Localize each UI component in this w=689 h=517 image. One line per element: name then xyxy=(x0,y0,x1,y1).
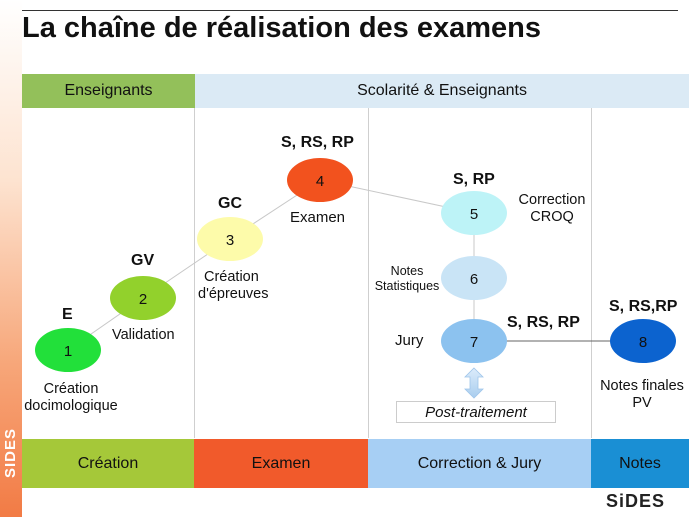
page-title: La chaîne de réalisation des examens xyxy=(22,12,542,44)
node-4-number: 4 xyxy=(316,173,324,190)
band-examen: Examen xyxy=(194,439,368,488)
node-3: 3 xyxy=(197,217,263,261)
node-1: 1 xyxy=(35,328,101,372)
caption-node-1-line-2: docimologique xyxy=(24,398,118,414)
column-divider xyxy=(368,108,369,438)
band-correction-jury: Correction & Jury xyxy=(368,439,591,488)
caption-node-7: Jury xyxy=(395,332,424,349)
node-4: 4 xyxy=(287,158,353,202)
role-label-node-8: S, RS,RP xyxy=(609,298,678,315)
column-divider xyxy=(591,108,592,438)
caption-node-4: Examen xyxy=(290,209,346,226)
post-traitement-label: Post-traitement xyxy=(396,401,556,423)
role-label-node-1: E xyxy=(62,306,73,323)
band-creation: Création xyxy=(22,439,194,488)
caption-node-6: Notes Statistiques xyxy=(358,264,456,294)
node-5-number: 5 xyxy=(470,206,478,223)
node-5: 5 xyxy=(441,191,507,235)
side-brand-strip: SIDES xyxy=(0,0,22,517)
caption-node-5: Correction CROQ xyxy=(514,192,590,226)
caption-node-8-line-2: PV xyxy=(632,395,652,411)
caption-node-5-line-2: CROQ xyxy=(530,209,574,225)
caption-node-8-line-1: Notes finales xyxy=(600,378,684,394)
band-notes: Notes xyxy=(591,439,689,488)
band-enseignants: Enseignants xyxy=(22,74,195,108)
caption-node-3-line-1: Création xyxy=(204,269,259,285)
caption-node-6-line-1: Notes xyxy=(390,264,424,278)
node-6-number: 6 xyxy=(470,271,478,288)
node-1-number: 1 xyxy=(64,343,72,360)
caption-node-1-line-1: Création xyxy=(43,381,99,397)
node-8-number: 8 xyxy=(639,334,647,351)
caption-node-3: Création d'épreuves xyxy=(198,269,268,303)
sides-logo: SiDES xyxy=(606,491,666,511)
role-label-node-4: S, RS, RP xyxy=(281,134,354,151)
role-label-node-5: S, RP xyxy=(453,171,495,188)
column-divider xyxy=(194,108,195,438)
node-2-number: 2 xyxy=(139,291,147,308)
node-6: 6 xyxy=(441,256,507,300)
node-7-number: 7 xyxy=(470,334,478,351)
node-7: 7 xyxy=(441,319,507,363)
band-scolarite-enseignants: Scolarité & Enseignants xyxy=(195,74,689,108)
caption-node-3-line-2: d'épreuves xyxy=(198,286,269,302)
role-label-node-2: GV xyxy=(131,252,155,269)
caption-node-5-line-1: Correction xyxy=(518,192,586,208)
title-rule xyxy=(22,10,678,11)
role-label-node-3: GC xyxy=(218,195,242,212)
double-arrow-icon xyxy=(464,367,484,399)
node-2: 2 xyxy=(110,276,176,320)
node-3-number: 3 xyxy=(226,232,234,249)
node-8: 8 xyxy=(610,319,676,363)
caption-node-6-line-2: Statistiques xyxy=(374,279,440,293)
caption-node-1: Création docimologique xyxy=(22,381,120,415)
role-label-node-7: S, RS, RP xyxy=(507,314,580,331)
caption-node-8: Notes finales PV xyxy=(594,378,689,412)
caption-node-2: Validation xyxy=(112,327,175,343)
